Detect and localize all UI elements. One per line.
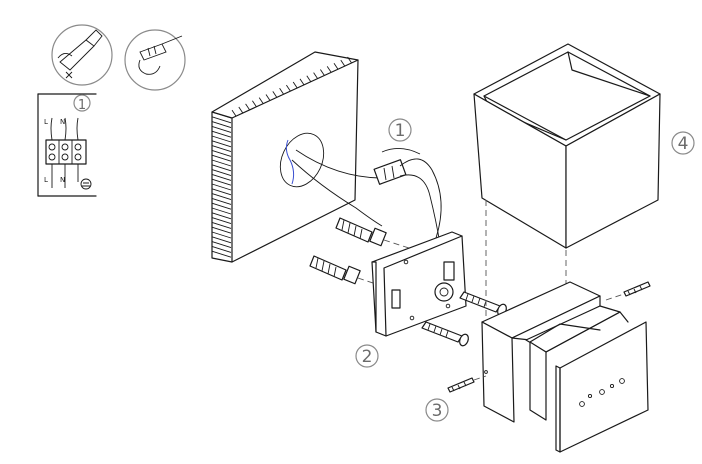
step-2-marker: 2 [355, 344, 379, 368]
plate-screw-lower [421, 321, 469, 347]
wiring-label-top-l: L [44, 118, 48, 126]
mounting-plate [371, 231, 467, 337]
wire-connector [373, 148, 442, 245]
step-2-number: 2 [362, 347, 373, 367]
lamp-body [481, 281, 649, 453]
plate-screw-right [459, 291, 507, 317]
wiring-label-top-n: N [60, 118, 65, 126]
set-screw-left [447, 377, 475, 393]
wire-strip-tool-icon [51, 24, 113, 86]
step-1-marker: 1 [388, 118, 412, 142]
wiring-step-number: 1 [78, 98, 86, 113]
wall-section [211, 51, 391, 263]
ground-icon [80, 178, 92, 190]
step-4-marker: 4 [671, 131, 695, 155]
wiring-label-bottom-l: L [44, 176, 48, 184]
wiring-label-bottom-n: N [60, 176, 65, 184]
step-3-number: 3 [432, 401, 443, 421]
set-screw-right [623, 281, 651, 297]
screwdriver-tool-icon [124, 29, 186, 91]
square-shade [473, 43, 661, 249]
step-4-number: 4 [678, 134, 689, 154]
step-3-marker: 3 [425, 398, 449, 422]
step-1-number: 1 [395, 121, 406, 141]
wall-plug-upper [335, 217, 387, 247]
wall-plug-lower [309, 255, 361, 285]
wiring-detail-panel: L N L N 1 [37, 93, 97, 197]
